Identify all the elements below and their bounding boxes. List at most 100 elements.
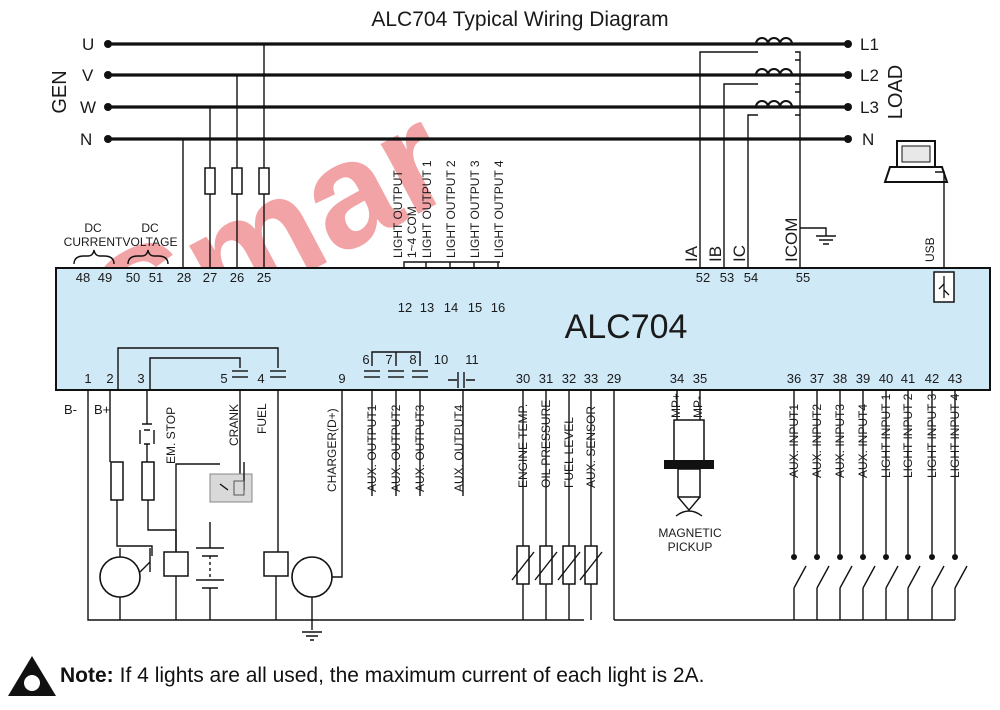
gen-line-v: V bbox=[82, 66, 94, 85]
bus-v-dot bbox=[104, 71, 112, 79]
terminal-29: 29 bbox=[607, 371, 621, 386]
light-input-2-label: LIGHT INPUT 2 bbox=[901, 393, 915, 478]
aux-output-4-label: AUX. OUTPUT4 bbox=[452, 404, 466, 492]
bus-w-dot bbox=[104, 103, 112, 111]
alternator-icon bbox=[291, 556, 333, 598]
warning-icon bbox=[8, 656, 56, 696]
terminal-42: 42 bbox=[925, 371, 939, 386]
light-input-4-label: LIGHT INPUT 4 bbox=[948, 393, 962, 478]
terminal-38: 38 bbox=[833, 371, 847, 386]
load-line-n: N bbox=[862, 130, 874, 149]
dc-current-brace bbox=[73, 249, 115, 265]
ct-label-ib: IB bbox=[706, 246, 725, 262]
fuse-26 bbox=[231, 167, 243, 195]
note-text: If 4 lights are all used, the maximum cu… bbox=[119, 664, 705, 687]
terminal-25: 25 bbox=[257, 270, 271, 285]
starter-relay bbox=[163, 551, 189, 577]
terminal-8: 8 bbox=[409, 352, 416, 367]
voltage-wiring bbox=[182, 44, 270, 268]
aux-output-2-label: AUX. OUTPUT2 bbox=[389, 404, 403, 492]
bus-u-dot bbox=[104, 40, 112, 48]
terminal-52: 52 bbox=[696, 270, 710, 285]
terminal-9: 9 bbox=[338, 371, 345, 386]
terminal-36: 36 bbox=[787, 371, 801, 386]
terminal-35: 35 bbox=[693, 371, 707, 386]
terminal-4: 4 bbox=[257, 371, 264, 386]
usb-label: USB bbox=[923, 237, 937, 262]
gen-line-u: U bbox=[82, 35, 94, 54]
ct-coils bbox=[699, 37, 836, 268]
starter-motor-icon bbox=[99, 556, 141, 598]
fuse-27 bbox=[204, 167, 216, 195]
bus-l3-dot bbox=[844, 103, 852, 111]
terminal-51: 51 bbox=[149, 270, 163, 285]
ct-label-icom: ICOM bbox=[782, 218, 801, 262]
fuel-relay bbox=[263, 551, 289, 577]
internal-relays bbox=[117, 347, 475, 390]
terminal-27: 27 bbox=[203, 270, 217, 285]
light-output-4-label: LIGHT OUTPUT 4 bbox=[492, 160, 506, 258]
battery-minus-label: B- bbox=[64, 402, 77, 417]
fuse-25 bbox=[258, 167, 270, 195]
ct-coil-l2 bbox=[755, 68, 793, 76]
light-output-2-label: LIGHT OUTPUT 2 bbox=[444, 160, 458, 258]
bus-n-load-dot bbox=[844, 135, 852, 143]
terminal-43: 43 bbox=[948, 371, 962, 386]
terminal-39: 39 bbox=[856, 371, 870, 386]
bottom-terminal-numbers: 1 2 3 5 4 9 6 7 8 10 11 30 31 32 33 29 3… bbox=[84, 352, 962, 386]
terminal-14: 14 bbox=[444, 300, 458, 315]
terminal-31: 31 bbox=[539, 371, 553, 386]
ct-label-ic: IC bbox=[730, 245, 749, 262]
fuel-label: FUEL bbox=[255, 403, 269, 434]
fuse-b-plus bbox=[110, 461, 124, 501]
battery-plus-label: B+ bbox=[94, 402, 110, 417]
terminal-1: 1 bbox=[84, 371, 91, 386]
terminal-55: 55 bbox=[796, 270, 810, 285]
gen-line-n: N bbox=[80, 130, 92, 149]
module-label: ALC704 bbox=[565, 308, 688, 346]
terminal-49: 49 bbox=[98, 270, 112, 285]
aux-outputs bbox=[371, 390, 464, 496]
crank-label: CRANK bbox=[227, 404, 241, 446]
sensor-oil-pressure-label: OIL PRESSURE bbox=[539, 400, 553, 488]
sensor-engine-temp-label: ENGINE TEMP. bbox=[516, 404, 530, 488]
top-terminal-numbers: 48 49 50 51 28 27 26 25 12 13 14 15 16 5… bbox=[76, 270, 810, 315]
light-output-3-label: LIGHT OUTPUT 3 bbox=[468, 160, 482, 258]
ground-icon bbox=[302, 631, 322, 641]
em-stop-contact bbox=[139, 423, 155, 445]
gen-label: GEN bbox=[49, 70, 71, 113]
terminal-7: 7 bbox=[385, 352, 392, 367]
magnetic-pickup-icon bbox=[664, 390, 714, 517]
load-line-l2: L2 bbox=[860, 66, 879, 85]
terminal-2: 2 bbox=[106, 371, 113, 386]
mp-minus-label: MP- bbox=[691, 396, 705, 418]
terminal-6: 6 bbox=[362, 352, 369, 367]
ct-coil-l3 bbox=[755, 100, 793, 108]
em-stop-label: EM. STOP bbox=[164, 407, 178, 464]
bus-n-dot bbox=[104, 135, 112, 143]
terminal-12: 12 bbox=[398, 300, 412, 315]
module-body bbox=[55, 267, 991, 391]
terminal-30: 30 bbox=[516, 371, 530, 386]
gen-line-w: W bbox=[80, 98, 96, 117]
aux-output-1-label: AUX. OUTPUT1 bbox=[365, 404, 379, 492]
load-line-l1: L1 bbox=[860, 35, 879, 54]
terminal-34: 34 bbox=[670, 371, 684, 386]
terminal-13: 13 bbox=[420, 300, 434, 315]
load-line-l3: L3 bbox=[860, 98, 879, 117]
sensor-fuel-level-label: FUEL LEVEL bbox=[562, 417, 576, 488]
dc-voltage-brace bbox=[127, 249, 169, 265]
fuse-em-stop bbox=[141, 461, 155, 501]
light-output-com-label: LIGHT OUTPUT1~4 COM bbox=[391, 170, 419, 258]
wiring-diagram: Smar ALC704 Typical Wiring Diagram GEN L… bbox=[49, 8, 991, 641]
ct-coil-l1 bbox=[755, 37, 793, 45]
bus-l2-dot bbox=[844, 71, 852, 79]
note: Note: If 4 lights are all used, the maxi… bbox=[8, 656, 704, 696]
terminal-33: 33 bbox=[584, 371, 598, 386]
terminal-15: 15 bbox=[468, 300, 482, 315]
terminal-26: 26 bbox=[230, 270, 244, 285]
terminal-3: 3 bbox=[137, 371, 144, 386]
engine-control-wiring bbox=[87, 390, 584, 641]
